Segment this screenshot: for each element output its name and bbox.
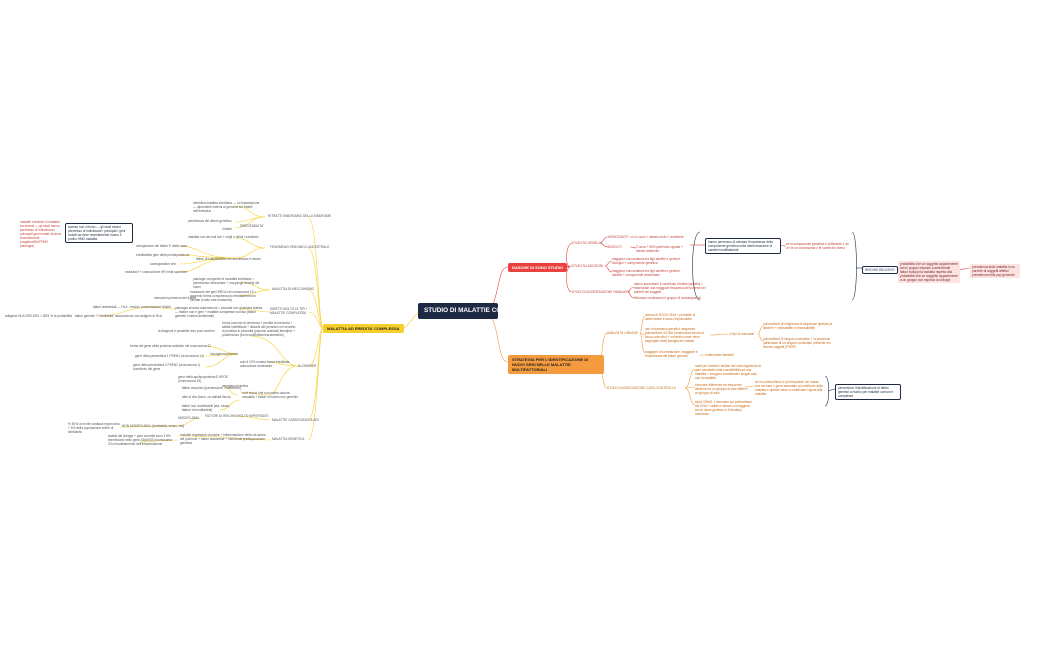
central-topic[interactable]: STUDIO DI MALATTIE COMPLESSE xyxy=(418,303,532,319)
genetica-node-2[interactable]: analisi del linkage + geni correlati son… xyxy=(108,434,172,446)
note-box-left[interactable]: spesso non c'è/non — gli studi hanno per… xyxy=(65,223,133,243)
meccanismo-label[interactable]: MALATTIA DI MECCANISMO xyxy=(272,287,315,291)
adozioni-node-1[interactable]: maggiore concordanza tra figli adottivi … xyxy=(612,257,680,265)
dizigoti-detail[interactable]: 2 uova + 50% parti tutto uguale + stesso… xyxy=(636,245,683,253)
gemelli-label[interactable]: STUDI SU GEMELLI xyxy=(572,241,602,245)
alzheimer-node-11[interactable]: stile di vita (fumo, no attività fisica) xyxy=(182,395,231,399)
diretti-node-4[interactable]: antigene HLA-DR3-DR4 = DR3 % di probabil… xyxy=(5,314,72,318)
ritratto-node-3[interactable]: il ideali xyxy=(222,227,232,231)
fenomeno-label[interactable]: FENOMENO GENOMICO-ANCESTRALE xyxy=(270,245,330,249)
associazione-node-2[interactable]: ricercare differenze tra frequenze allel… xyxy=(695,383,748,395)
monozigoti-node[interactable]: MONOZIGOTI xyxy=(608,235,629,239)
ritratto-node-2[interactable]: penetranza dei deboli genetica xyxy=(188,219,232,223)
meccanismo-node-3[interactable]: estruzioni presenza dei fratelli xyxy=(154,296,197,300)
note-box-right[interactable]: hanno permesso di valutare l'importanza … xyxy=(705,238,781,254)
aggregazione-label[interactable]: STUDI DI AGGREGAZIONE FAMILIARE xyxy=(572,290,630,294)
linkage-node-1[interactable]: ricerca di ROCH DNA + permette di determ… xyxy=(645,313,696,321)
dizigoti-node[interactable]: DIZIGOTI xyxy=(608,245,622,249)
aggregazione-node-2[interactable]: Misurare correlazioni il gruppo di consa… xyxy=(634,296,701,300)
ereditabilita-node[interactable]: EREDITABILITA' xyxy=(240,224,264,228)
alzheimer-node-6[interactable]: insorgenza precoce xyxy=(210,352,238,356)
fenomeno-node-1[interactable]: malattia non dei soli loci + negli e ult… xyxy=(188,235,259,239)
alzheimer-node-13[interactable]: ruoli storici che non hanno alcuna casua… xyxy=(242,391,298,399)
linkage-node-2[interactable]: uso di marcatori genetici: sequenze poli… xyxy=(645,327,704,343)
cardio-node-3[interactable]: NON MODIFICABILI (familiarità, sesso, et… xyxy=(122,424,185,428)
branch-strategia[interactable]: STRATEGIA PER L'IDENTIFICAZIONE DI NUOVI… xyxy=(508,355,604,374)
genetica-label[interactable]: MALATTIA GENETICA xyxy=(272,437,305,441)
alzheimer-node-7[interactable]: solo il 10% mostra forma ereditaria auto… xyxy=(240,360,290,368)
genetic-component-note[interactable]: se la componente genetica è sufficiente … xyxy=(786,242,849,250)
genetica-node-1[interactable]: malattie regressive croniche + infiammaz… xyxy=(180,433,266,445)
rischio-relativo-node[interactable]: RISCHIO RELATIVO xyxy=(862,266,898,274)
monozigoti-detail[interactable]: 1 uovo + stesso ovulo + ambiente xyxy=(636,235,684,239)
alzheimer-node-10[interactable]: fattori vascolari (ipertensione, coleste… xyxy=(182,386,241,390)
diretti-node-1[interactable]: patologia cronica autoimmune = psoriasi … xyxy=(175,306,263,318)
note-box-gwas[interactable]: permettono l'identificazione di fattori … xyxy=(835,384,901,400)
marcatori-node-2[interactable]: polimorfismi di singolo nucleotide + la … xyxy=(763,337,831,349)
linkage-node-3b[interactable]: > fenomeni familiari xyxy=(706,353,734,357)
rischio-detail[interactable]: probabilità che un soggetto appartenente… xyxy=(898,261,960,283)
adozioni-node-2[interactable]: maggiore concordanza tra figli adottivi … xyxy=(612,269,680,277)
alzheimer-node-12[interactable]: fattori non modificabili (età, sesso, fa… xyxy=(182,404,231,412)
cardio-node-1[interactable]: FATTORI DI RISCHIO MOLTO IMPORTANTI xyxy=(205,414,269,418)
rischio-detail-2[interactable]: prevalenza della malattia in un parente … xyxy=(970,264,1020,278)
fenomeno-node-4[interactable]: ereditarietà geni della predisposizione xyxy=(136,253,190,257)
ritratto-node-1[interactable]: Identifica malattia ereditaria — no tras… xyxy=(193,201,260,213)
diretti-label[interactable]: DIRETTI MOLTO DI TIPI / MALATTIE COMPLES… xyxy=(270,307,307,315)
branch-malattia-ereditaria[interactable]: MALATTIA AD EREDITA' COMPLESSA xyxy=(323,324,404,333)
associazione-node-4[interactable]: se un polimorfismo è più frequente nei m… xyxy=(755,380,823,396)
associazione-node-1[interactable]: usati per rivelare l'ambito del coinvolg… xyxy=(695,364,761,380)
meccanismo-node-1[interactable]: patologie congenite di modalità ereditar… xyxy=(193,277,260,289)
alzheimer-label[interactable]: ALZHEIMER xyxy=(298,364,317,368)
alzheimer-node-9[interactable]: insorgenza tardiva xyxy=(222,384,249,388)
alzheimer-node-4[interactable]: gene della presenilina 1 PSEN1 (cromosom… xyxy=(135,354,205,358)
meccanismo-node-2[interactable]: mutazione dei geni BRCA nel cromosoma 13… xyxy=(190,290,257,302)
diretti-node-2[interactable]: fattori ambientali — HLA - rischio, pres… xyxy=(93,305,171,309)
linkage-node-3[interactable]: maggiore di correlazione, maggiore è l'i… xyxy=(645,350,698,358)
alzheimer-node-5[interactable]: gene della presenilina 2 PSEN2 (cromosom… xyxy=(133,363,201,371)
fenomeno-node-6[interactable]: mutazioni + costruzzione HR nella superi… xyxy=(125,270,188,274)
side-note-left[interactable]: malattie evidente in malattia tra recent… xyxy=(20,220,62,248)
fenomeno-node-2[interactable]: mecipazione dei fattori 5' della ruota xyxy=(136,244,187,248)
diretti-node-3[interactable]: fattori genetici + Familiarità, associaz… xyxy=(75,314,162,318)
ritratto-label[interactable]: RITRATTI SINDROMICI DELLA SINDROME xyxy=(268,214,331,218)
associazione-node-3[interactable]: studi GWAS + ricercano sui polimorfismi … xyxy=(695,400,752,416)
associazione-label[interactable]: STUDI DI ASSOCIAZIONE CASO-CONTROLLO xyxy=(607,386,677,390)
aggregazione-node-1[interactable]: danno aumentare il contributo di fattori… xyxy=(634,282,706,294)
alzheimer-node-3[interactable]: forma del gene della proteina amiloide n… xyxy=(130,344,212,348)
cardio-node-4[interactable]: % 50% di morte cardiaca improvvisa + 5% … xyxy=(68,422,120,434)
alzheimer-node-2[interactable]: la diagnosi è possibile solo post mortem xyxy=(158,329,215,333)
alzheimer-node-8[interactable]: gene della apolipoproteina E APOE (cromo… xyxy=(178,375,228,383)
cardio-label[interactable]: MALATTIE CARDIOVASCOLARI xyxy=(272,418,319,422)
branch-dasche-studio[interactable]: DASCHE DI SONO STUDIO xyxy=(508,263,568,272)
fenomeno-node-3[interactable]: fattori di suscettibilità che aumentano … xyxy=(196,257,261,261)
alzheimer-node-1[interactable]: forma comune di demenza + perdita di mem… xyxy=(222,321,296,337)
adozioni-label[interactable]: STUDI SU ADOZIONI xyxy=(572,264,603,268)
marcatori-node-1[interactable]: polimorfismi di lunghezza di sequenze ri… xyxy=(763,322,833,330)
linkage-label[interactable]: ANALISI DI LINKAGE xyxy=(607,331,639,335)
fenomeno-node-5[interactable]: contraposition enti xyxy=(150,262,176,266)
marcatori-label[interactable]: 2 tipi di marcatori xyxy=(730,332,755,336)
cardio-node-2[interactable]: MODIFICABILI xyxy=(178,416,200,420)
